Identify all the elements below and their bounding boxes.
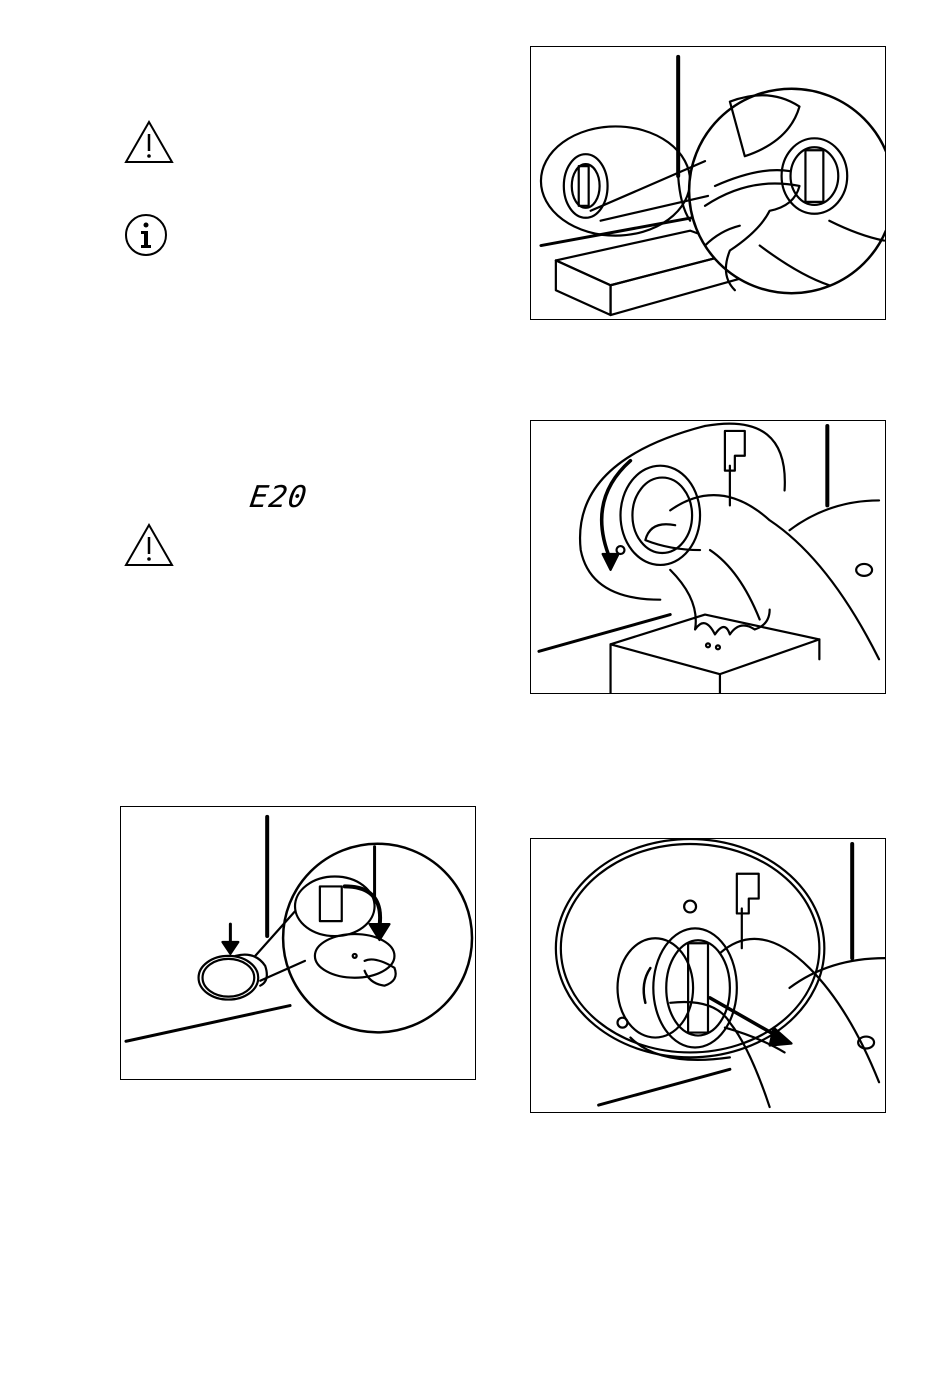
illustration-drain-filter-turn xyxy=(530,420,886,694)
error-code-display: E20 xyxy=(248,480,310,515)
warning-triangle-icon xyxy=(124,120,174,164)
illustration-emergency-drain-cap xyxy=(120,806,476,1080)
illustration-drain-filter-pull xyxy=(530,838,886,1113)
illustration-drain-filter-flap xyxy=(530,46,886,320)
info-circle-icon xyxy=(124,213,168,257)
warning-triangle-icon xyxy=(124,523,174,567)
